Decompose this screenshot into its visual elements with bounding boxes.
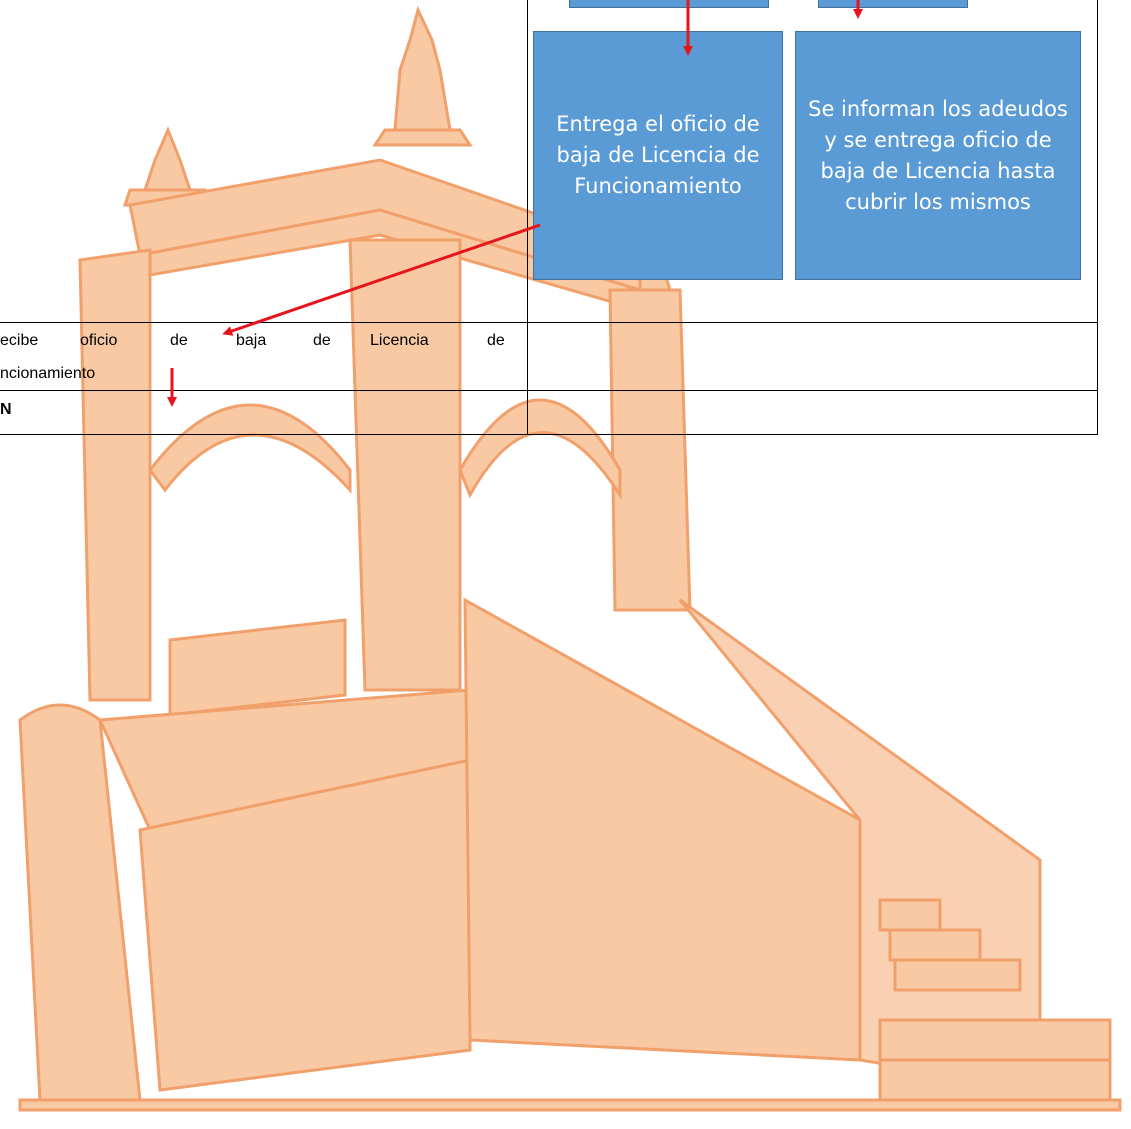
row1-word-1: ecibe <box>0 332 39 349</box>
flowchart-step-left: Entrega el oficio de baja de Licencia de… <box>533 31 783 280</box>
row1-word-7: de <box>487 332 505 349</box>
row1-line-2: ncionamiento <box>0 365 96 382</box>
row1-word-3: de <box>170 332 188 349</box>
flowchart-box-cropped-left <box>569 0 769 8</box>
row2-text: N <box>0 401 12 418</box>
table-row-1 <box>0 322 1098 391</box>
flowchart-step-right-text: Se informan los adeudos y se entrega ofi… <box>808 96 1068 214</box>
row1-word-6: Licencia <box>370 332 429 349</box>
flowchart-step-left-text: Entrega el oficio de baja de Licencia de… <box>556 112 760 198</box>
flowchart-step-right: Se informan los adeudos y se entrega ofi… <box>795 31 1081 280</box>
row1-word-5: de <box>313 332 331 349</box>
flowchart-box-cropped-right <box>818 0 968 8</box>
table-column-divider <box>527 322 528 435</box>
table-row-2 <box>0 390 1098 435</box>
row1-word-4: baja <box>236 332 267 349</box>
row1-word-2: oficio <box>80 332 118 349</box>
